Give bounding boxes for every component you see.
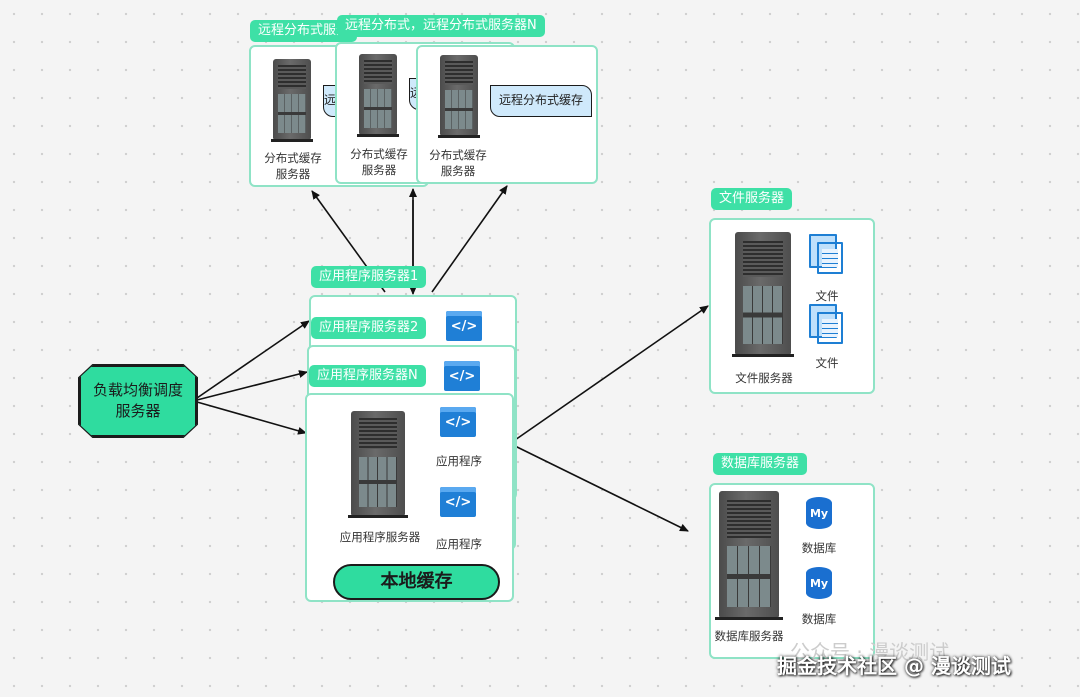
server-icon [437,55,481,138]
load-balancer-label-line2: 服务器 [115,402,161,420]
arrow-app-to-cache3 [431,185,508,293]
code-icon: </> [444,361,480,391]
db-server-card[interactable]: 数据库服务器 My 数据库 My 数据库 [709,483,875,659]
app-server-tag-2: 应用程序服务器2 [311,317,427,339]
db-server-caption: 数据库服务器 [714,629,784,643]
arrow-lb-to-app1 [196,320,310,399]
remote-cache-card-3[interactable]: 远程分布式缓存 分布式缓存服务器 [416,45,598,184]
document-icon [809,304,843,344]
file-server-caption: 文件服务器 [735,371,793,385]
arrow-app-to-db [514,445,689,532]
remote-cache-tag-back: 远程分布式服务 [250,20,358,42]
server-icon [347,411,409,518]
server-caption: 分布式缓存服务器 [350,147,408,177]
app-server-caption: 应用程序服务器 [339,530,421,544]
app-label: 应用程序 [436,537,482,551]
file-server-card[interactable]: 文件服务器 文件 文件 [709,218,875,394]
server-icon [356,54,400,137]
file-server-tag: 文件服务器 [711,188,793,210]
remote-cache-tag-front: 远程分布式，远程分布式服务器N [337,15,545,37]
code-icon: </> [440,407,476,437]
server-caption: 分布式缓存服务器 [429,148,487,178]
mysql-database-icon: My [806,497,832,529]
app-server-tag-1: 应用程序服务器1 [311,266,427,288]
mysql-database-icon: My [806,567,832,599]
app-server-tag-n: 应用程序服务器N [309,365,426,387]
file-label: 文件 [815,289,839,303]
database-label: 数据库 [801,541,837,555]
server-icon [731,232,795,357]
watermark-primary: 掘金技术社区 @ 漫谈测试 [777,654,1011,678]
db-server-tag: 数据库服务器 [713,453,808,475]
remote-cache-flag: 远程分布式缓存 [490,85,592,117]
load-balancer-node[interactable]: 负载均衡调度 服务器 [79,365,197,437]
watermark-secondary: 公众号 · 漫谈测试 [790,640,950,664]
code-icon: </> [446,311,482,341]
database-label: 数据库 [801,612,837,626]
app-label: 应用程序 [436,454,482,468]
local-cache-pill[interactable]: 本地缓存 [333,564,500,600]
code-icon: </> [440,487,476,517]
file-label: 文件 [815,356,839,370]
server-caption: 分布式缓存服务器 [264,151,322,181]
server-icon [270,59,314,142]
document-icon [809,234,843,274]
arrow-lb-to-appN [196,401,307,435]
load-balancer-label-line1: 负载均衡调度 [92,381,183,399]
server-icon [715,491,783,620]
arrow-app-to-file [514,305,709,441]
arrow-lb-to-app2 [196,370,308,401]
